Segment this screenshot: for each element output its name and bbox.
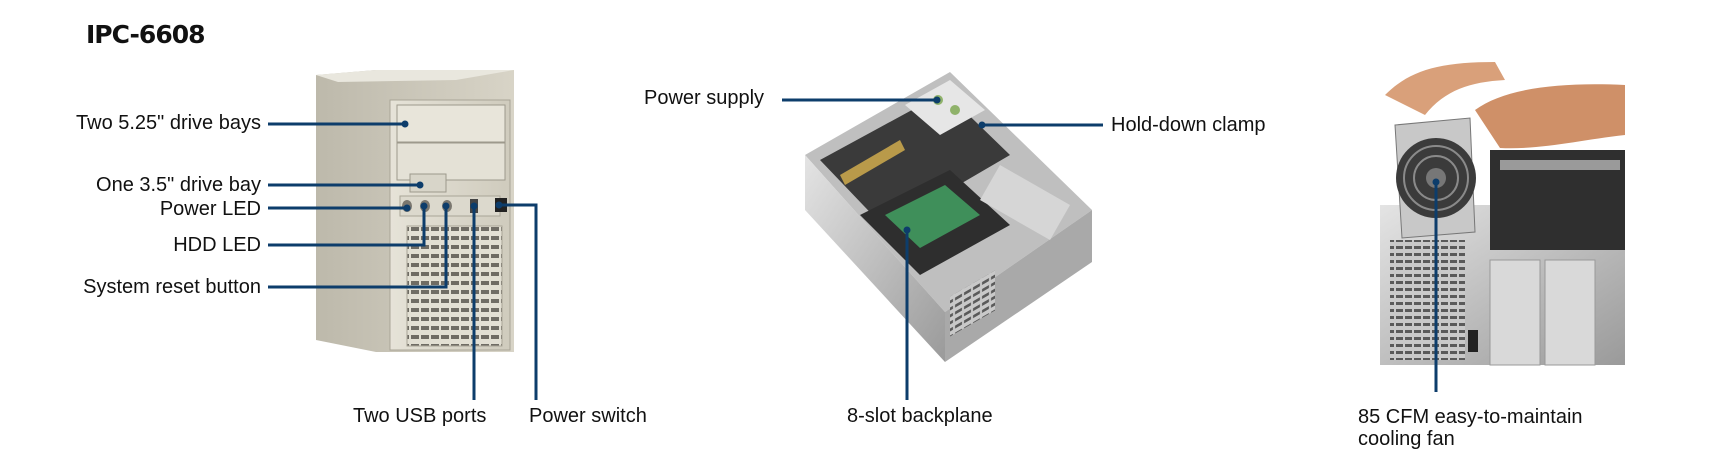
label-drive-bay-35: One 3.5" drive bay xyxy=(96,174,261,196)
leader-reset-button xyxy=(268,206,448,289)
label-power-switch: Power switch xyxy=(529,405,647,427)
label-power-led: Power LED xyxy=(159,198,261,220)
label-usb-ports: Two USB ports xyxy=(353,405,487,427)
label-cooling-fan-line1: 85 CFM easy-to-maintain xyxy=(1358,406,1583,428)
leader-power-switch xyxy=(499,203,538,400)
product-title: IPC-6608 xyxy=(86,20,206,49)
label-hold-down-clamp: Hold-down clamp xyxy=(1111,114,1266,136)
label-cooling-fan-line2: cooling fan xyxy=(1358,428,1455,450)
tower-chassis xyxy=(316,70,514,352)
fan-side-vent xyxy=(1390,240,1465,360)
label-hdd-led: HDD LED xyxy=(173,234,261,256)
drive-bay-525-upper xyxy=(396,104,506,143)
label-power-supply: Power supply xyxy=(644,87,765,109)
fan-chassis xyxy=(1380,62,1625,366)
drive-bay-35 xyxy=(409,173,447,193)
hand-right xyxy=(1475,84,1625,149)
open-chassis xyxy=(805,72,1092,362)
power-supply-unit xyxy=(905,80,985,135)
hand-left xyxy=(1385,62,1505,115)
label-drive-bays-525: Two 5.25" drive bays xyxy=(76,112,261,134)
label-reset-button: System reset button xyxy=(83,276,261,298)
leader-lines xyxy=(268,96,1440,400)
leader-hdd-led xyxy=(268,206,426,247)
label-backplane: 8-slot backplane xyxy=(847,405,993,427)
